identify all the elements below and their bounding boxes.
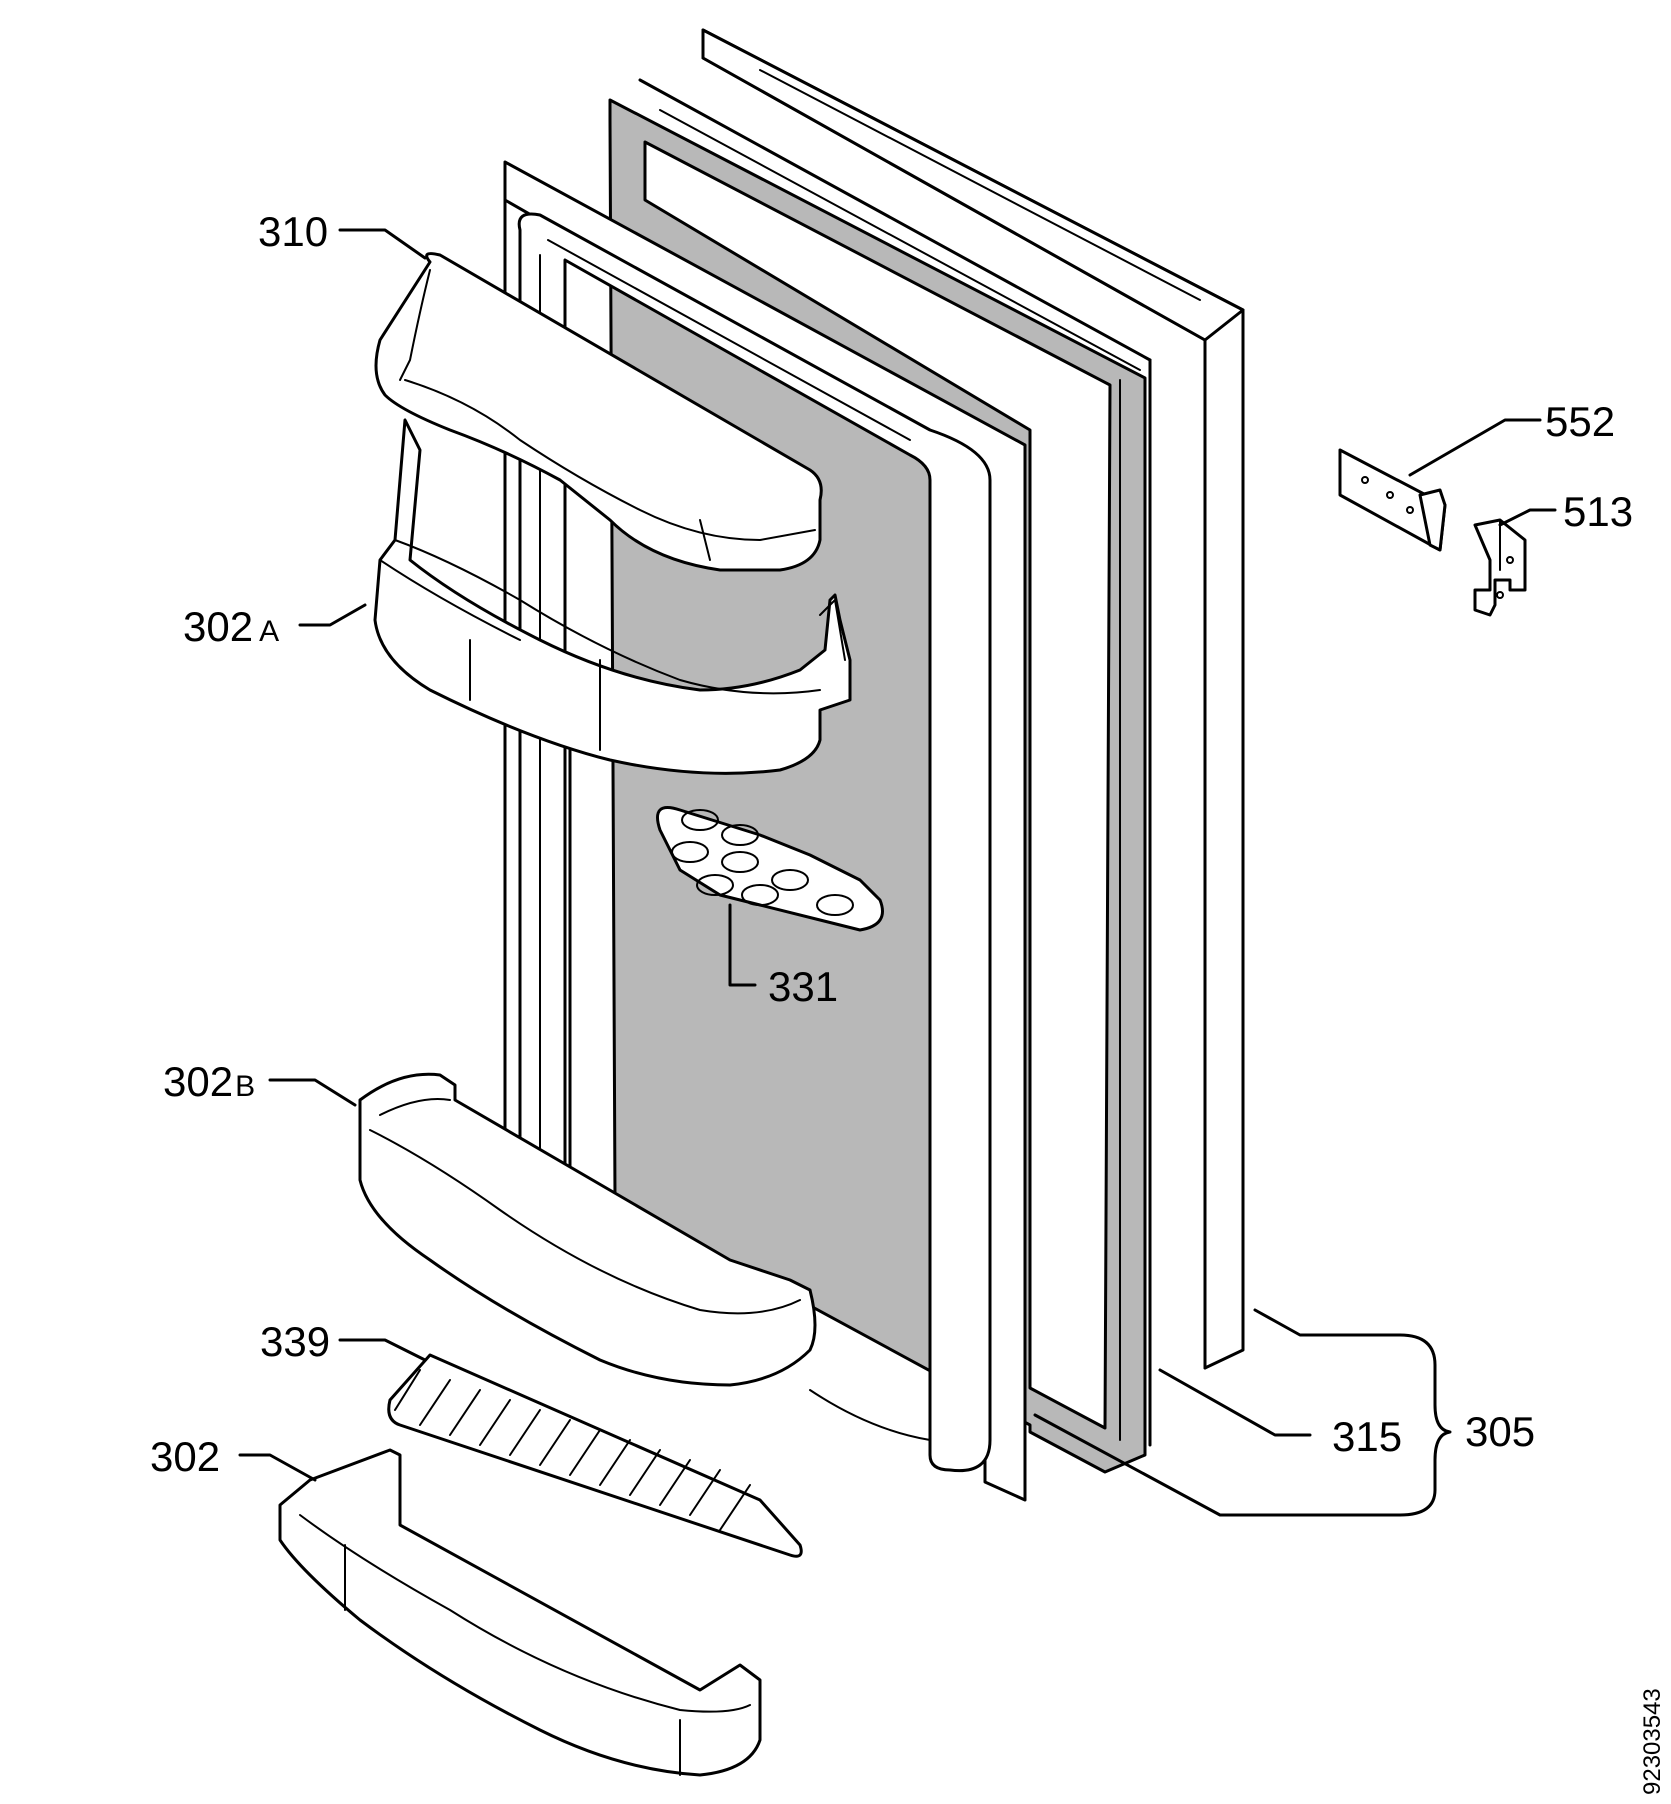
leader-339 (338, 1338, 427, 1362)
leader-331 (728, 903, 757, 987)
label-310: 310 (258, 208, 328, 255)
label-315: 315 (1332, 1413, 1402, 1460)
label-302: 302 (150, 1433, 220, 1480)
leader-513 (1498, 508, 1557, 527)
leader-302 (238, 1453, 317, 1482)
egg-tray-331 (656, 806, 884, 932)
label-302a-suffix: A (259, 615, 279, 648)
label-513: 513 (1563, 488, 1633, 535)
door-shelf-302 (278, 1448, 762, 1777)
leader-310 (338, 228, 427, 260)
label-331: 331 (768, 963, 838, 1010)
label-552: 552 (1545, 398, 1615, 445)
label-302b-number: 302 (163, 1058, 233, 1105)
document-id: 92303543 (1639, 1688, 1666, 1795)
door-shelf-302b (358, 1072, 817, 1387)
door-shelf-302a (373, 418, 852, 775)
label-302b: 302B (163, 1058, 255, 1105)
bottle-separator-339 (387, 1353, 803, 1558)
leader-305-bottom (1033, 1413, 1402, 1517)
label-339: 339 (260, 1318, 330, 1365)
leader-302a (298, 603, 367, 627)
outer-door-panel (701, 28, 1245, 1370)
leader-315 (1158, 1368, 1312, 1437)
bracket-305 (1398, 1333, 1452, 1517)
hinge-bracket-513 (1473, 518, 1527, 617)
leader-552 (1408, 418, 1542, 477)
label-302a-number: 302 (183, 603, 253, 650)
dairy-lid-310 (374, 252, 823, 572)
leader-lines (238, 228, 1557, 1517)
hinge-plate-552 (1338, 448, 1447, 552)
leader-302b (268, 1078, 357, 1107)
leader-305-top (1253, 1308, 1402, 1337)
label-302b-suffix: B (235, 1070, 255, 1103)
label-305: 305 (1465, 1408, 1535, 1455)
